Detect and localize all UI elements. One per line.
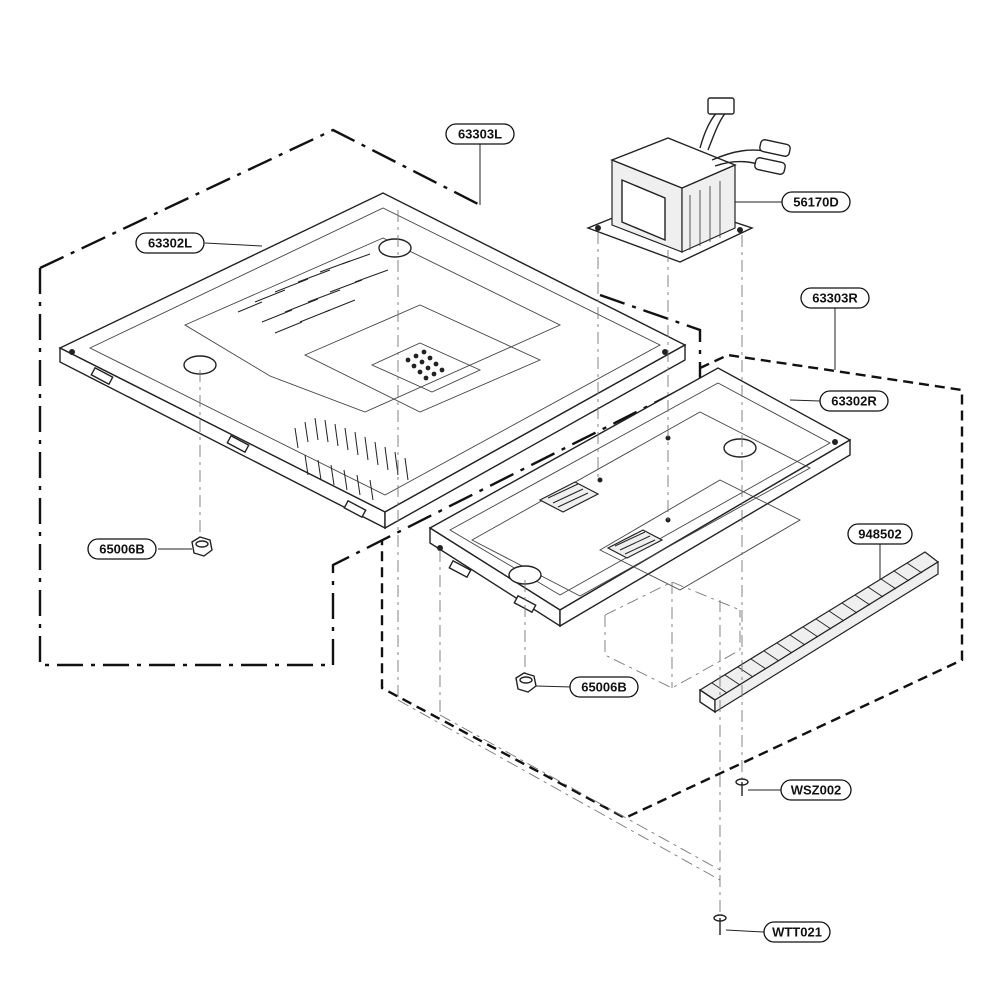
- part-callout-63302r: 63302R: [819, 390, 889, 412]
- screw-WSZ002: [735, 778, 749, 796]
- part-number-label: WTT021: [772, 925, 822, 940]
- right-base-plate: [428, 367, 852, 628]
- callout-pill: [445, 123, 515, 145]
- leader-lines: [158, 142, 881, 933]
- part-number-label: 948502: [858, 527, 901, 542]
- right-assembly-boundary: [380, 353, 964, 820]
- part-callout-63303l: 63303L: [445, 123, 515, 145]
- callout-pill: [819, 390, 889, 412]
- nut-65006B-left: [191, 536, 213, 557]
- part-callout-948502: 948502: [847, 523, 913, 545]
- part-callout-65006b-right: 65006B: [569, 676, 639, 698]
- part-labels: 63303L 63302L 56170D 63303R 63302R 948502 6500…: [87, 123, 913, 943]
- phantom-component-outline: [604, 581, 741, 689]
- part-number-label: WSZ002: [791, 783, 842, 798]
- part-callout-56170d: 56170D: [781, 191, 851, 213]
- part-callout-wtt021: WTT021: [763, 921, 831, 943]
- part-number-label: 65006B: [581, 680, 627, 695]
- part-callout-63302l: 63302L: [135, 232, 205, 254]
- part-number-label: 63303L: [458, 127, 502, 142]
- part-callout-65006b-left: 65006B: [87, 538, 157, 560]
- part-number-label: 65006B: [99, 542, 145, 557]
- right-plate-vent-grid-b: [606, 529, 664, 559]
- part-number-label: 63302L: [148, 236, 192, 251]
- callout-pill: [800, 287, 870, 309]
- left-base-plate: [58, 192, 687, 530]
- left-plate-front-vents: [294, 417, 409, 501]
- left-plate-top-vents: [237, 253, 389, 334]
- callout-pill: [763, 921, 831, 943]
- assembly-center-lines: [199, 210, 743, 915]
- nut-65006B-right: [515, 672, 537, 693]
- callout-pill: [847, 523, 913, 545]
- callout-pill: [135, 232, 205, 254]
- part-callout-wsz002: WSZ002: [780, 779, 852, 801]
- left-plate-center-grid: [405, 349, 445, 381]
- callout-pill: [569, 676, 639, 698]
- screw-WTT021: [713, 914, 727, 935]
- callout-pill: [87, 538, 157, 560]
- callout-pill: [781, 191, 851, 213]
- part-callout-63303r: 63303R: [800, 287, 870, 309]
- left-assembly-boundary: [38, 128, 702, 667]
- part-number-label: 63302R: [831, 394, 877, 409]
- callout-pill: [780, 779, 852, 801]
- choke-bar-948502: [698, 551, 940, 714]
- part-number-label: 56170D: [793, 195, 839, 210]
- part-number-label: 63303R: [812, 291, 858, 306]
- right-plate-vent-grid-a: [538, 481, 600, 513]
- transformer-56170D: [586, 97, 791, 263]
